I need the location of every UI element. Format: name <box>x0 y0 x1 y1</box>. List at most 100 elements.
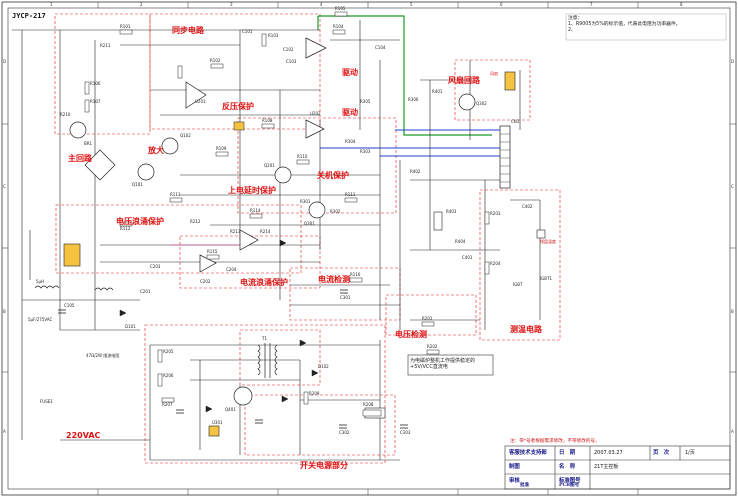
top-right-note: 注意： 1、R9005为5%的标示值，代表此电阻为功率器件。 2、 <box>568 16 681 34</box>
part-label: R402 <box>410 169 421 174</box>
part-label: U201 <box>195 99 206 104</box>
section-sync: 同步电路 <box>172 26 204 35</box>
part-label: R101 <box>120 24 131 29</box>
section-current-detect: 电流检测 <box>318 275 350 284</box>
grid-col-1: 1 <box>50 2 53 7</box>
model-title: JYCP-217 <box>12 12 46 20</box>
part-label: R302 <box>330 209 341 214</box>
part-label: C401 <box>462 255 473 260</box>
section-switching-psu: 开关电源部分 <box>300 461 348 470</box>
part-label: C204 <box>226 267 237 272</box>
part-label: R214 <box>260 229 271 234</box>
part-label: C104 <box>375 45 386 50</box>
grid-col-2: 2 <box>140 2 143 7</box>
section-temp: 测温电路 <box>510 325 542 334</box>
part-label: R106 <box>90 81 101 86</box>
part-label: C402 <box>522 204 533 209</box>
section-drive: 驱动 <box>342 68 358 77</box>
part-label: R201 <box>422 316 433 321</box>
part-label: IGBT1 <box>540 276 553 281</box>
grid-row-a-right: A <box>731 429 734 434</box>
part-label: Q302 <box>476 101 487 106</box>
grid-row-b: B <box>3 309 6 314</box>
part-label: R306 <box>408 97 419 102</box>
part-label: R205 <box>163 349 174 354</box>
tb-std-label: 标准图号 <box>559 478 581 484</box>
part-label: C103 <box>286 59 297 64</box>
grid-row-b-right: B <box>731 309 734 314</box>
grid-row-a: A <box>3 429 6 434</box>
part-label: C105 <box>64 303 75 308</box>
input-voltage: 220VAC <box>66 431 101 440</box>
section-voltage-protect: 电压浪涌保护 <box>116 217 164 226</box>
part-label: C102 <box>283 47 294 52</box>
grid-col-3: 3 <box>230 2 233 7</box>
part-label: R113 <box>170 192 181 197</box>
part-label: R212 <box>190 219 201 224</box>
grid-col-4: 4 <box>320 2 323 7</box>
part-label: R209 <box>309 391 320 396</box>
coil-temp-label: 线盘温度 <box>540 239 556 244</box>
part-label: U202 <box>310 111 321 116</box>
part-label: R304 <box>345 139 356 144</box>
tb-name-label: 名 称 <box>559 464 576 470</box>
section-amplify: 放大 <box>148 146 164 155</box>
part-label: R210 <box>60 112 71 117</box>
part-label: R401 <box>432 89 443 94</box>
part-label: C302 <box>339 430 350 435</box>
inductor-note: 5μH <box>36 279 45 284</box>
grid-row-c-right: C <box>731 184 734 189</box>
part-label: Q401 <box>225 407 236 412</box>
part-label: R114 <box>250 208 261 213</box>
grid-col-7: 7 <box>590 2 593 7</box>
section-overheat: 反压保护 <box>222 102 254 111</box>
part-label: R207 <box>162 402 173 407</box>
part-label: C303 <box>400 430 411 435</box>
section-current-surge: 电流浪涌保护 <box>240 278 288 287</box>
part-label: R112 <box>120 226 131 231</box>
section-overvoltage: 上电延时保护 <box>228 186 276 195</box>
tb-made-label: 制图 <box>509 464 520 470</box>
cap-note: 5μF/275VAC <box>28 317 53 322</box>
aux-supply-note: 为电磁炉整机工作提供稳定的+5V/VCC直流电 <box>410 358 476 371</box>
part-label: R104 <box>333 24 344 29</box>
grid-row-d: D <box>3 59 7 64</box>
part-label: R116 <box>350 272 361 277</box>
grid-col-5: 5 <box>410 2 413 7</box>
part-label: R108 <box>262 118 273 123</box>
part-label: Q301 <box>304 221 315 226</box>
part-label: Q201 <box>264 163 275 168</box>
part-label: Q102 <box>180 133 191 138</box>
part-label: R103 <box>268 33 279 38</box>
part-label: T1 <box>262 336 267 341</box>
part-label: Q101 <box>132 182 143 187</box>
section-drive-2: 驱动 <box>342 108 358 117</box>
part-label: R211 <box>100 43 111 48</box>
tb-pcb-label: PCB图号 <box>559 483 580 488</box>
part-label: R213 <box>230 229 241 234</box>
part-label: R204 <box>490 261 501 266</box>
part-label: C301 <box>340 295 351 300</box>
part-label: R107 <box>90 99 101 104</box>
part-label: D102 <box>318 364 329 369</box>
section-fan: 风扇回路 <box>448 76 480 85</box>
part-label: R105 <box>335 6 346 11</box>
grid-row-c: C <box>3 184 6 189</box>
part-label: D101 <box>125 324 136 329</box>
tb-approve-label: 批准 <box>520 483 530 488</box>
part-label: C101 <box>242 29 253 34</box>
part-label: R102 <box>210 58 221 63</box>
tb-dept: 客服技术支持部 <box>509 450 547 456</box>
tb-page-label: 页 次 <box>653 450 670 456</box>
part-label: R115 <box>207 249 218 254</box>
section-voltage-detect: 电压检测 <box>395 330 427 339</box>
part-label: BR1 <box>84 141 93 146</box>
part-label: R303 <box>360 149 371 154</box>
section-main-circuit: 主回路 <box>68 154 92 163</box>
tb-name: 21T主控板 <box>594 464 619 470</box>
bottom-note: 注：带*号者根据需求修改，不带修改的号。 <box>510 439 600 444</box>
part-label: U301 <box>212 420 223 425</box>
tb-date: 2007.03.27 <box>594 450 623 456</box>
